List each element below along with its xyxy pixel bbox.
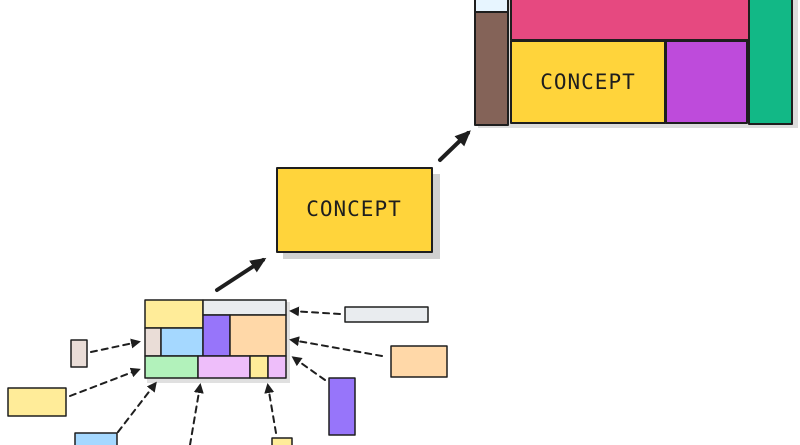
cluster-brown-block: [144, 327, 162, 357]
cluster-peach-block: [229, 314, 287, 357]
input-blue-box: [74, 432, 118, 445]
arrow-mid-to-top: [438, 130, 471, 162]
input-violet-bar: [328, 377, 356, 436]
cluster-gray-block: [202, 299, 287, 316]
input-small-yellow-box: [271, 437, 293, 445]
top-brown-block: [474, 11, 509, 126]
cluster-yellow-block: [144, 299, 204, 329]
top-concept-group: CONCEPT: [474, 0, 798, 128]
input-yellow-box: [7, 387, 67, 417]
top-yellow-block: [510, 40, 666, 124]
input-peach-box: [390, 345, 448, 378]
bottom-cluster-group: [144, 299, 290, 383]
mid-concept-label: CONCEPT: [306, 197, 402, 221]
top-pink-block: [510, 0, 750, 41]
input-brown-box: [70, 339, 88, 368]
top-purple-block: [665, 40, 748, 124]
cluster-violet-block: [202, 314, 231, 357]
dash-arrow-peach: [289, 336, 383, 357]
top-green-block: [748, 0, 793, 125]
mid-concept-group: CONCEPT: [276, 167, 440, 259]
dash-arrow-yellow: [69, 367, 141, 397]
cluster-green-block: [144, 355, 199, 379]
cluster-lilac-block: [197, 355, 251, 379]
mid-concept-box: [276, 167, 433, 253]
dash-arrow-bottom-mid: [189, 383, 204, 445]
cluster-small-lilac-block: [267, 355, 287, 379]
top-concept-label: CONCEPT: [540, 70, 636, 94]
cluster-small-yellow-block: [249, 355, 269, 379]
dash-arrow-brown: [90, 338, 141, 353]
input-gray-bar: [344, 306, 429, 323]
dash-arrow-violet: [291, 356, 326, 381]
top-light-blue-block: [474, 0, 509, 13]
arrow-cluster-to-mid: [215, 257, 267, 292]
dash-arrow-blue: [117, 381, 157, 433]
cluster-blue-block: [160, 327, 204, 357]
dash-arrow-bottom-right: [264, 383, 277, 434]
dash-arrow-gray: [289, 306, 341, 317]
